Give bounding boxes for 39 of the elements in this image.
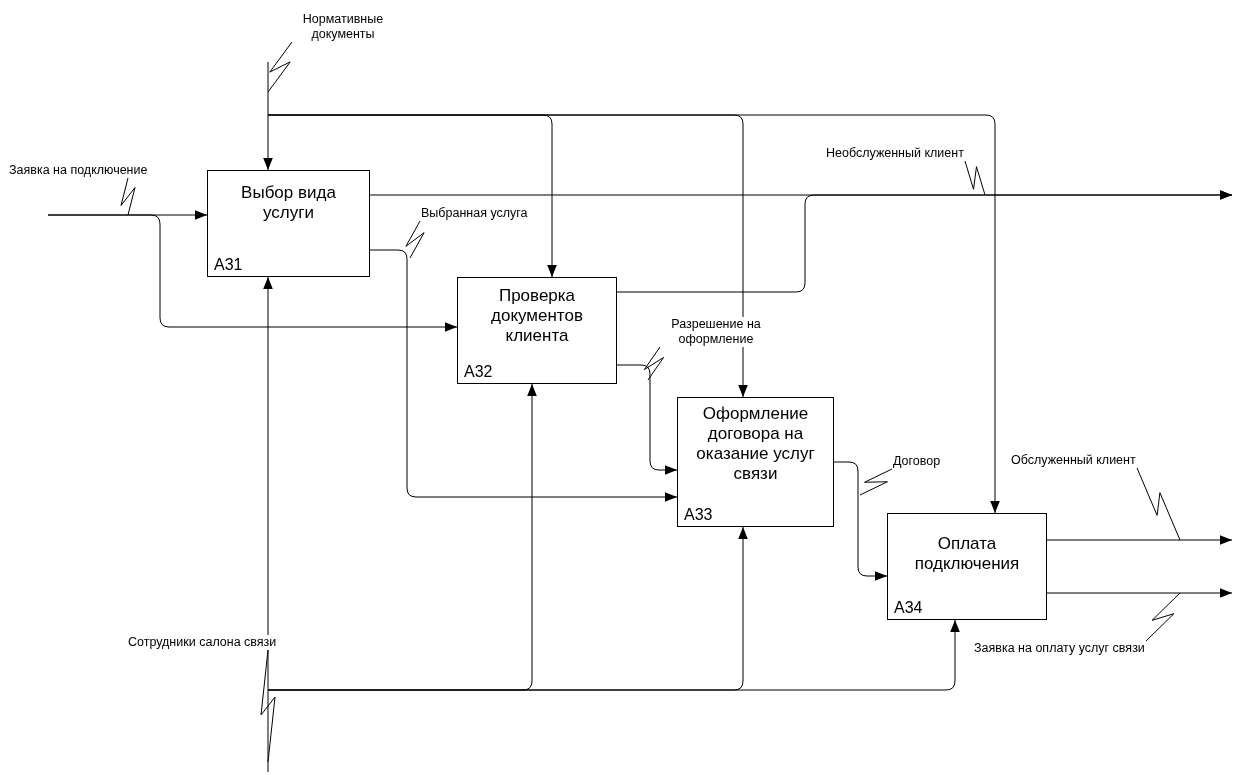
leader-line (120, 177, 136, 216)
arrow (1046, 535, 1233, 545)
activity-number: А32 (464, 363, 493, 381)
arrow (267, 114, 1000, 514)
activity-box (207, 170, 370, 277)
leader-line (1136, 467, 1181, 541)
activity-number: А33 (684, 506, 713, 524)
leader-line (260, 649, 276, 763)
arrow (616, 364, 678, 475)
leader-line (267, 41, 293, 93)
arrow-label: Заявка на оплату услуг связи (973, 641, 1146, 656)
arrow (1046, 588, 1233, 598)
activity-number: А31 (214, 256, 243, 274)
arrow (369, 249, 678, 502)
arrow-label: Договор (892, 454, 942, 469)
activity-box (887, 513, 1047, 620)
arrow-label: Заявка на подключение (8, 163, 149, 178)
leader-line (1145, 592, 1181, 642)
activity-number: А34 (894, 599, 923, 617)
arrow (267, 619, 960, 691)
arrow (47, 214, 458, 332)
activity-box (677, 397, 834, 527)
leader-line (643, 346, 665, 381)
arrow-label: Обслуженный клиент (1010, 453, 1137, 468)
arrow-label: Выбранная услуга (420, 206, 529, 221)
activity-box (457, 277, 617, 384)
arrow-label: Сотрудники салона связи (127, 635, 278, 650)
leader-line (859, 468, 893, 496)
activity-title: Выбор вида услуги (240, 183, 337, 223)
activity-title: Оплата подключения (913, 534, 1021, 574)
leader-line (964, 160, 986, 196)
arrow (616, 190, 1233, 293)
activity-title: Проверка документов клиента (490, 286, 584, 346)
arrow-label: Необслуженный клиент (825, 146, 965, 161)
arrow (833, 461, 888, 581)
activity-title: Оформление договора на оказание услуг связи (695, 404, 816, 484)
arrow (263, 61, 273, 171)
leader-line (405, 220, 425, 259)
arrow (263, 276, 273, 773)
